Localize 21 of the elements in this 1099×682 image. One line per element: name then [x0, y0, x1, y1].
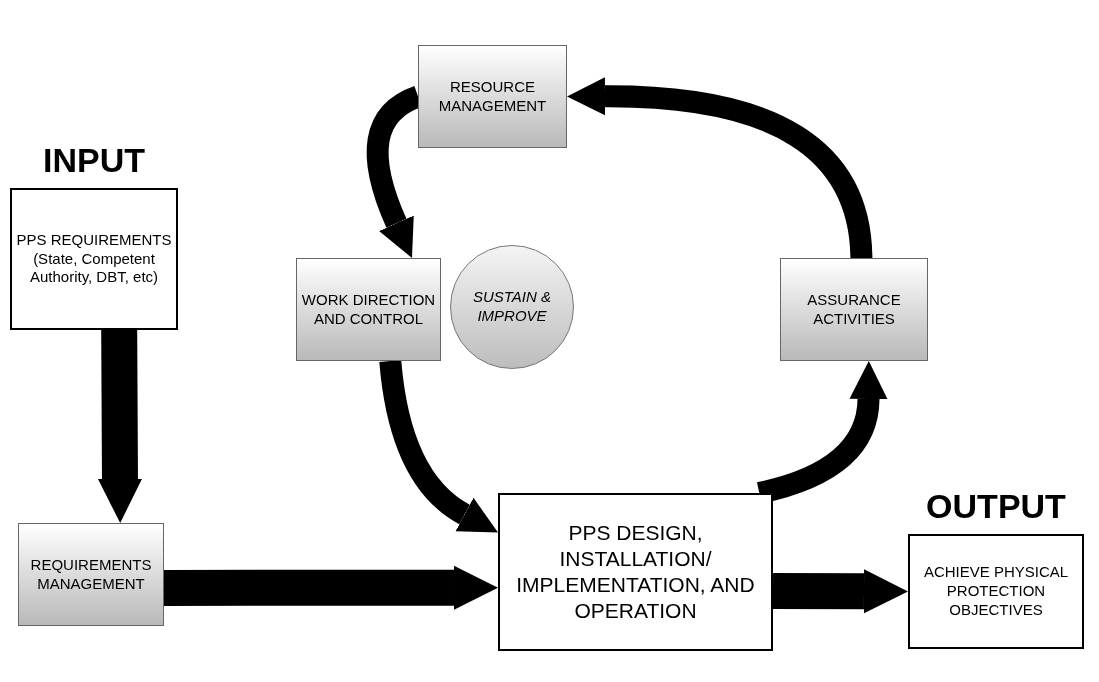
box-label: ASSURANCE ACTIVITIES [806, 290, 902, 329]
process-box [18, 523, 164, 626]
box-label: PPS REQUIREMENTS (State, Competent Authority, DBT, etc) [15, 230, 173, 288]
block-arrow [379, 359, 497, 535]
box-label: ACHIEVE PHYSICAL PROTECTION OBJECTIVES [922, 563, 1070, 620]
box-label: SUSTAIN & IMPROVE [471, 288, 553, 326]
process-box [418, 45, 567, 148]
block-arrow [97, 329, 142, 523]
box-label: PPS DESIGN, INSTALLATION/ IMPLEMENTATION, AND OPERATION [515, 519, 756, 625]
box-label: REQUIREMENTS MANAGEMENT [29, 555, 153, 594]
block-arrow [772, 569, 908, 614]
block-arrow [756, 361, 888, 504]
block-arrow [567, 77, 873, 259]
section-heading: INPUT [43, 140, 145, 181]
process-box [296, 258, 441, 361]
block-arrow [164, 565, 498, 610]
process-box [780, 258, 928, 361]
box-label: RESOURCE MANAGEMENT [437, 77, 548, 116]
section-heading: OUTPUT [926, 486, 1066, 527]
box-label: WORK DIRECTION AND CONTROL [300, 290, 437, 329]
process-box [498, 493, 773, 651]
